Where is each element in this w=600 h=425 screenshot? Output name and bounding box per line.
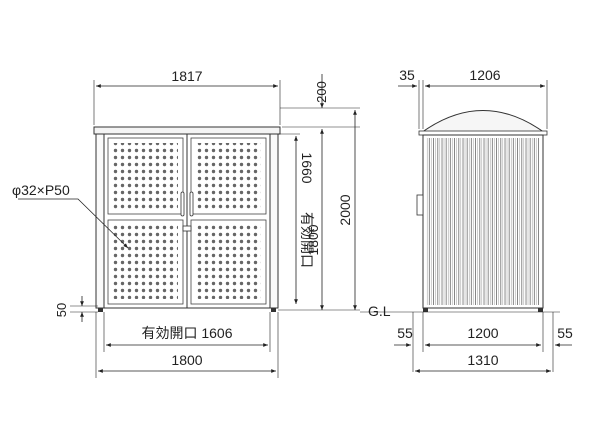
dim-side-total: 1310 [415, 352, 551, 373]
right-upper-perforation [196, 143, 261, 209]
side-latch [416, 194, 424, 216]
label-opening-height-caption: 有効開口 [299, 212, 315, 268]
dim-base-height: 50 [54, 296, 98, 322]
label-side-left-offset: 55 [397, 325, 413, 341]
label-ground-level: G.L [368, 303, 391, 319]
label-side-depth: 1206 [469, 67, 500, 83]
side-roof-eave [418, 130, 548, 136]
label-side-eave: 35 [399, 67, 415, 83]
dim-opening-height: 1660 有効開口 [278, 133, 315, 304]
label-overall-width: 1817 [171, 68, 202, 84]
right-lower-perforation [196, 225, 261, 299]
label-opening-width: 有効開口 1606 [141, 325, 232, 341]
dim-roof-height: 200 [280, 74, 360, 128]
dim-total-height: 2000 [337, 110, 357, 310]
front-right-post [269, 133, 279, 309]
side-view [416, 110, 548, 312]
dim-overall-width: 1817 [93, 68, 281, 125]
ground-level: G.L [360, 303, 560, 319]
label-side-right-offset: 55 [557, 325, 573, 341]
left-door-handle [180, 191, 185, 217]
label-body-height: 1800 [305, 224, 321, 255]
right-door-handle [189, 191, 194, 217]
perforation-callout: φ32×P50 [12, 182, 129, 249]
side-right-foot [538, 308, 543, 312]
left-lower-perforation [113, 225, 178, 299]
left-upper-perforation [113, 143, 178, 209]
front-left-foot [98, 308, 103, 312]
label-opening-height-value: 1660 [299, 152, 315, 183]
front-roof [93, 126, 281, 135]
label-side-inner-depth: 1200 [467, 325, 498, 341]
dim-side-top: 35 1206 [398, 67, 548, 129]
dim-base-width: 1800 [95, 312, 279, 378]
dim-side-bottom: 55 1200 55 [394, 312, 573, 372]
front-view [93, 126, 281, 312]
side-body-slats [426, 138, 540, 305]
door-lock [182, 225, 192, 232]
label-base-height: 50 [54, 303, 69, 317]
side-roof-arch [419, 110, 547, 134]
label-perforation: φ32×P50 [12, 182, 70, 198]
label-roof-height: 200 [314, 81, 329, 103]
label-base-width: 1800 [171, 352, 202, 368]
label-side-total-depth: 1310 [467, 352, 498, 368]
dim-body-height: 1800 [305, 129, 324, 310]
front-right-foot [271, 308, 276, 312]
dim-opening-width: 有効開口 1606 [103, 312, 271, 352]
side-left-foot [423, 308, 428, 312]
label-total-height: 2000 [337, 194, 353, 225]
